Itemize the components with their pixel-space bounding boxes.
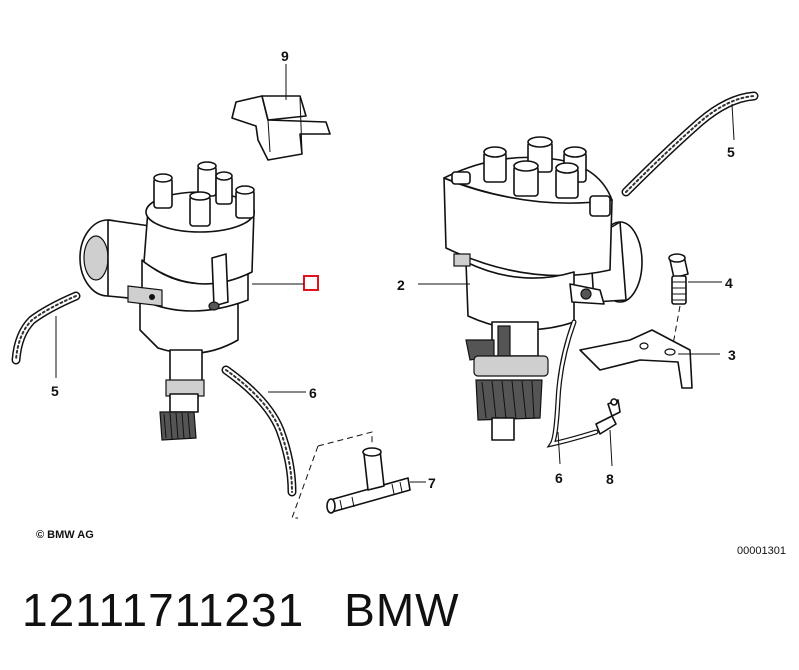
hose-5-right <box>621 91 759 197</box>
hose-6-left <box>221 365 297 497</box>
diagram-id: 00001301 <box>737 545 786 557</box>
hose-6-right <box>546 319 599 448</box>
right-distributor <box>443 136 643 441</box>
callout-2: 2 <box>397 277 405 293</box>
part-9-clip <box>231 95 331 161</box>
brand-name: BMW <box>344 584 460 636</box>
callout-6-left: 6 <box>309 385 317 401</box>
callout-4: 4 <box>725 275 733 291</box>
part-7-t-connector <box>326 447 411 514</box>
hose-5-left <box>11 291 81 365</box>
callout-3: 3 <box>728 347 736 363</box>
part-4-bolt <box>668 253 689 305</box>
callout-8: 8 <box>606 471 614 487</box>
copyright-text: © BMW AG <box>36 529 94 541</box>
left-distributor <box>79 161 255 441</box>
callout-5-right: 5 <box>727 144 735 160</box>
exploded-parts-diagram: 9 <box>11 48 786 557</box>
part-number-caption: 12111711231 BMW <box>22 583 500 637</box>
callout-9: 9 <box>281 48 289 64</box>
part-number: 12111711231 <box>22 584 305 636</box>
callout-7: 7 <box>428 475 436 491</box>
callout-5-left: 5 <box>51 383 59 399</box>
callout-6-right: 6 <box>555 470 563 486</box>
highlight-marker <box>303 275 319 291</box>
part-3-bracket <box>579 329 693 389</box>
part-8-connector <box>595 398 621 435</box>
